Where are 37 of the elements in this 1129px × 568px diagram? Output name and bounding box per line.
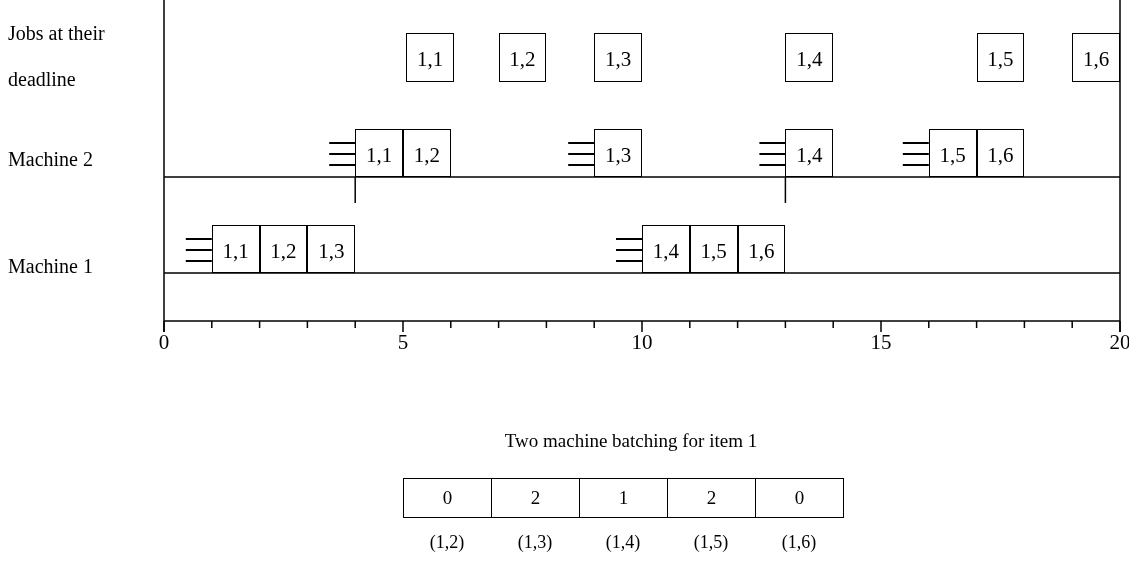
- table-cell: 0: [403, 478, 492, 518]
- machine-2-job-box: 1,1: [355, 129, 403, 177]
- deadline-job-box: 1,4: [785, 33, 834, 82]
- machine-1-job-box: 1,2: [259, 225, 308, 273]
- machine-1-job-box: 1,1: [211, 225, 260, 273]
- machine-1-job-box: 1,6: [737, 225, 786, 273]
- machine-1-job-box: 1,5: [689, 225, 738, 273]
- row-label: Machine 1: [8, 254, 94, 279]
- deadline-job-box: 1,5: [976, 33, 1025, 82]
- table-cell: 0: [755, 478, 844, 518]
- machine-2-job-box: 1,3: [594, 129, 642, 177]
- column-label: (1,5): [692, 532, 730, 553]
- tick-label: 15: [869, 330, 893, 355]
- column-label: (1,4): [604, 532, 642, 553]
- deadline-job-box: 1,1: [406, 33, 455, 82]
- machine-2-job-box: 1,2: [403, 129, 451, 177]
- tick-label: 0: [157, 330, 171, 355]
- machine-1-job-box: 1,4: [642, 225, 690, 273]
- column-label: (1,3): [516, 532, 554, 553]
- row-label: Machine 2: [8, 147, 94, 172]
- table-cell: 2: [491, 478, 580, 518]
- deadline-job-box: 1,6: [1072, 33, 1120, 82]
- machine-2-job-box: 1,6: [976, 129, 1025, 177]
- row-label: Jobs at their deadline: [8, 21, 106, 92]
- machine-2-job-box: 1,4: [785, 129, 834, 177]
- column-label: (1,6): [780, 532, 818, 553]
- tick-label: 20: [1108, 330, 1129, 355]
- column-label: (1,2): [428, 532, 466, 553]
- table-cell: 1: [579, 478, 668, 518]
- deadline-job-box: 1,3: [594, 33, 642, 82]
- deadline-job-box: 1,2: [498, 33, 547, 82]
- machine-1-job-box: 1,3: [307, 225, 356, 273]
- table-heading: Two machine batching for item 1: [503, 430, 759, 452]
- tick-label: 5: [396, 330, 410, 355]
- tick-label: 10: [630, 330, 654, 355]
- table-cell: 2: [667, 478, 756, 518]
- machine-2-job-box: 1,5: [928, 129, 977, 177]
